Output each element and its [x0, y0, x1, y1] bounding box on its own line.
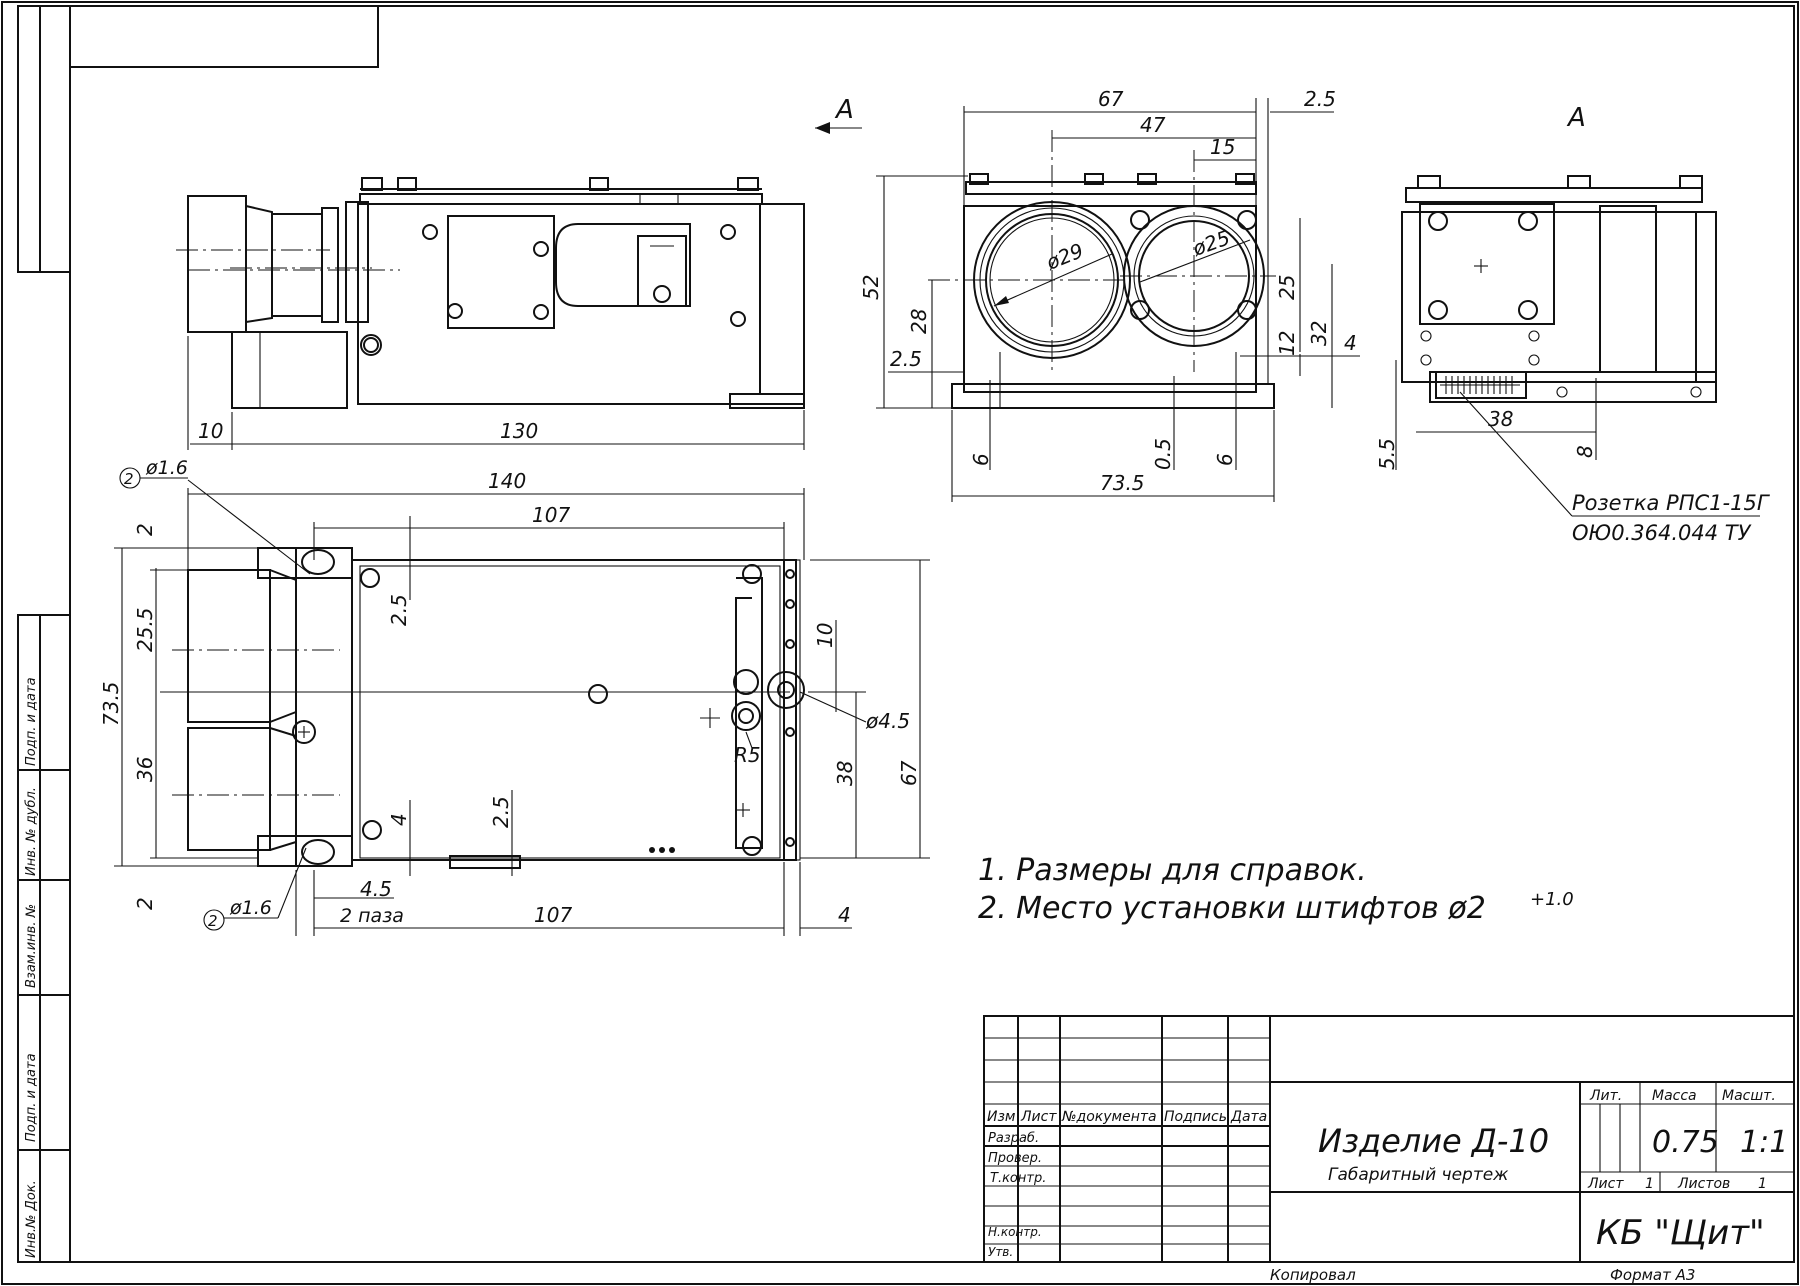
- dim-38-plan: 38: [833, 761, 857, 786]
- front-view-dimensions: 67 2.5 47 15 52 28 2.5 25 12 32 4 73.5 6…: [859, 87, 1360, 502]
- header-list: Лист: [1020, 1109, 1057, 1125]
- dim-2-5-a: 2.5: [387, 594, 411, 626]
- dim-130: 130: [500, 419, 538, 443]
- stamp-field-3: Взам.инв. №: [24, 904, 39, 988]
- dim-140: 140: [488, 469, 526, 493]
- dim-32: 32: [1307, 321, 1331, 346]
- dim-73-5-front: 73.5: [1100, 471, 1145, 495]
- dim-67-plan: 67: [897, 760, 921, 786]
- stamp-field-4: Подп. и дата: [24, 1053, 39, 1142]
- dim-28: 28: [907, 309, 931, 334]
- dim-4-right: 4: [838, 903, 851, 927]
- dim-2-bottom: 2: [133, 897, 157, 910]
- dia-29: ø29: [1042, 238, 1087, 275]
- sheets-value: 1: [1758, 1176, 1767, 1192]
- side-stamp: Подп. и дата Инв. № дубл. Взам.инв. № По…: [17, 614, 71, 1263]
- header-signature: Подпись: [1164, 1109, 1227, 1125]
- format-label: Формат А3: [1610, 1266, 1695, 1284]
- dim-0-5: 0.5: [1151, 438, 1175, 470]
- connector-pins: [1445, 376, 1513, 394]
- front-view: ø29 ø25: [928, 130, 1276, 409]
- role-norm-control: Н.контр.: [988, 1225, 1042, 1239]
- mass-value: 0.75: [1652, 1125, 1719, 1160]
- organization: КБ "Щит": [1596, 1213, 1765, 1253]
- dia-1-6-top: ø1.6: [145, 457, 188, 479]
- copied-label: Копировал: [1270, 1266, 1356, 1284]
- dim-2-top: 2: [133, 523, 157, 536]
- stamp-field-2: Инв. № дубл.: [24, 787, 39, 876]
- top-left-stamp: [17, 5, 379, 273]
- dim-2-5-right: 2.5: [1304, 87, 1336, 111]
- plan-view: [160, 547, 805, 869]
- scale-value: 1:1: [1740, 1125, 1788, 1160]
- dim-73-5-plan: 73.5: [99, 681, 123, 726]
- dim-8: 8: [1573, 445, 1597, 458]
- callout-2-top: 2: [124, 470, 134, 488]
- note-1: 1. Размеры для справок.: [978, 853, 1367, 888]
- doc-type: Габаритный чертеж: [1328, 1165, 1509, 1185]
- two-places-note: 2 паза: [340, 905, 404, 927]
- view-label-a-left: A: [834, 95, 854, 125]
- plan-view-dimensions: 140 107 2 ø1.6 73.5 2 25.5 36 2 2.5 2.5 …: [99, 457, 930, 936]
- dim-2-5-b: 2.5: [489, 796, 513, 828]
- dim-25: 25: [1275, 275, 1299, 300]
- dim-10: 10: [198, 419, 223, 443]
- header-izm: Изм: [987, 1109, 1016, 1125]
- role-checker: Провер.: [988, 1151, 1042, 1166]
- scale-label: Масшт.: [1722, 1088, 1776, 1104]
- role-tech-control: Т.контр.: [990, 1171, 1046, 1186]
- dim-4-left: 4: [387, 813, 411, 826]
- mass-label: Масса: [1652, 1088, 1697, 1104]
- designation: Изделие Д-10: [1318, 1122, 1549, 1160]
- dim-12: 12: [1275, 331, 1299, 356]
- sheet-value: 1: [1645, 1176, 1654, 1192]
- title-block: Изм Лист №документа Подпись Дата Разраб.…: [983, 1015, 1795, 1284]
- dim-6-right: 6: [1213, 453, 1237, 466]
- note-2: 2. Место установки штифтов ø2: [978, 891, 1486, 926]
- sheets-label: Листов: [1677, 1176, 1730, 1192]
- dim-107-bottom: 107: [534, 903, 572, 927]
- lit-label: Лит.: [1589, 1088, 1622, 1104]
- dim-107-top: 107: [532, 503, 570, 527]
- dim-36: 36: [133, 757, 157, 782]
- dim-47: 47: [1140, 113, 1166, 137]
- dim-2-5-left: 2.5: [890, 347, 922, 371]
- dim-4-front: 4: [1344, 331, 1357, 355]
- role-developer: Разраб.: [988, 1131, 1039, 1146]
- dim-25-5: 25.5: [133, 607, 157, 652]
- role-approved: Утв.: [988, 1245, 1013, 1259]
- dia-1-6-bottom: ø1.6: [229, 897, 272, 919]
- connector-callout-line1: Розетка РПС1-15Г: [1572, 491, 1771, 515]
- side-view-dimensions: 130 10 A: [187, 95, 862, 450]
- callout-2-bottom: 2: [208, 912, 218, 930]
- dim-10: 10: [813, 623, 837, 648]
- view-label-a-right: A: [1566, 103, 1586, 133]
- technical-notes: 1. Размеры для справок. 2. Место установ…: [978, 853, 1574, 926]
- drawing-frame: [69, 5, 1795, 1263]
- dim-15: 15: [1210, 135, 1235, 159]
- header-document: №документа: [1061, 1109, 1157, 1125]
- dim-6-left: 6: [969, 453, 993, 466]
- side-view: [176, 177, 805, 409]
- note-2-superscript: +1.0: [1530, 889, 1574, 910]
- dim-67-top: 67: [1098, 87, 1124, 111]
- dim-5-5: 5.5: [1375, 438, 1399, 470]
- header-date: Дата: [1230, 1109, 1267, 1125]
- dim-4-5: 4.5: [360, 877, 392, 901]
- dia-25: ø25: [1189, 225, 1234, 261]
- stamp-field-1: Подп. и дата: [24, 677, 39, 766]
- dia-4-5: ø4.5: [865, 709, 910, 733]
- connector-callout-line2: ОЮ0.364.044 ТУ: [1572, 521, 1752, 545]
- end-view: A 38 5.5: [1375, 103, 1771, 545]
- dim-r5: R5: [734, 743, 761, 767]
- dim-52: 52: [859, 275, 883, 300]
- stamp-field-5: Инв.№ Док.: [24, 1180, 39, 1258]
- sheet-label: Лист: [1587, 1176, 1624, 1192]
